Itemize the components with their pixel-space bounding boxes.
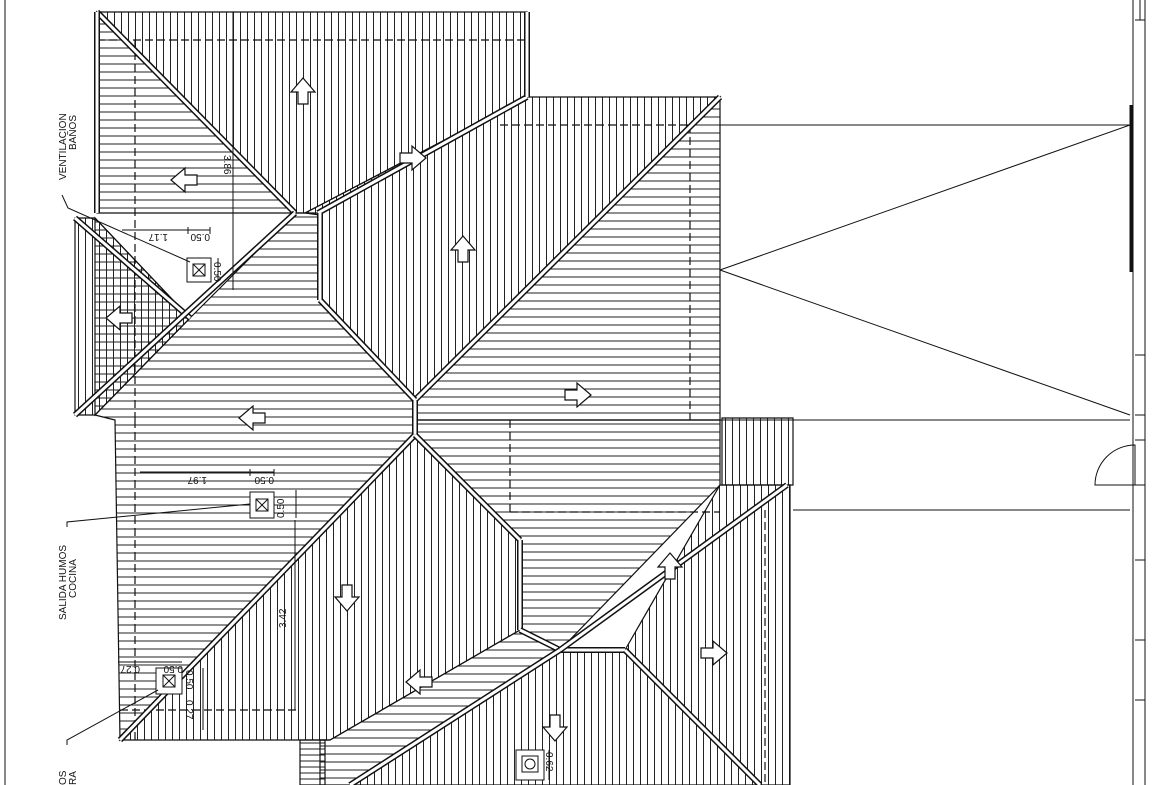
vent-cocina: [249, 491, 275, 519]
hip-line-fill: [623, 648, 762, 785]
arrow-left-icon: [170, 166, 198, 194]
hip-line-fill: [95, 10, 297, 215]
hip-line-fill: [519, 628, 561, 652]
arrow-left-icon: [238, 404, 266, 432]
dim-0-50-e: 0.50: [163, 663, 183, 674]
slope-arrows: [105, 77, 728, 742]
site-line: [719, 269, 1131, 416]
dim-0-50-b: 0.50: [211, 262, 222, 282]
arrow-right-icon: [399, 144, 427, 172]
hip-line-fill: [318, 298, 417, 402]
dim-0-50-c: 0.50: [254, 474, 274, 485]
vent-banos: [186, 257, 212, 283]
arrow-up-icon: [449, 235, 477, 263]
dim-0-50-d: 0.50: [276, 498, 287, 518]
site-line: [719, 124, 1131, 271]
hip-line-fill: [413, 95, 722, 402]
arrow-right-icon: [700, 639, 728, 667]
label-partial-1: OS: [58, 770, 69, 785]
arrow-left-icon: [105, 304, 133, 332]
dim-0-50-a: 0.50: [190, 231, 210, 242]
label-banos: BAÑOS: [66, 115, 79, 150]
vent-bottom: [515, 749, 545, 781]
leaders: [61, 12, 550, 780]
roof-face: [303, 96, 722, 401]
arrow-down-icon: [333, 584, 361, 612]
vent-lower-left: [155, 667, 183, 695]
arrow-right-icon: [564, 381, 592, 409]
door-swing: [1094, 444, 1136, 486]
site-lines: [4, 0, 1146, 785]
label-salida-humos: SALIDA HUMOS: [58, 545, 69, 620]
dim-1-17: 1.17: [148, 231, 168, 242]
roof-hip-lines: [72, 9, 789, 785]
arrow-left-icon: [405, 668, 433, 696]
dim-1-97: 1.97: [187, 474, 207, 485]
hip-line-fill: [74, 216, 191, 320]
dim-0-62: 0.62: [543, 752, 554, 772]
dim-0-27-a: 0.27: [120, 663, 140, 674]
label-partial-2: RA: [68, 771, 79, 785]
arrow-down-icon: [541, 714, 569, 742]
dim-0-50-f: 0.50: [183, 670, 194, 690]
arrow-up-icon: [656, 552, 684, 580]
hip-line-fill: [413, 433, 522, 542]
arrow-up-icon: [289, 77, 317, 105]
dim-3-86: 3.86: [221, 155, 232, 175]
roof-face: [299, 739, 326, 785]
hip-line-fill: [349, 648, 561, 785]
label-ventilacion: VENTILACION: [58, 113, 69, 180]
hip-line-fill: [73, 211, 297, 417]
label-cocina: COCINA: [68, 559, 79, 598]
dim-3-42: 3.42: [278, 608, 289, 628]
roof-face: [721, 417, 794, 486]
dim-0-27-b: 0.27: [183, 700, 194, 720]
